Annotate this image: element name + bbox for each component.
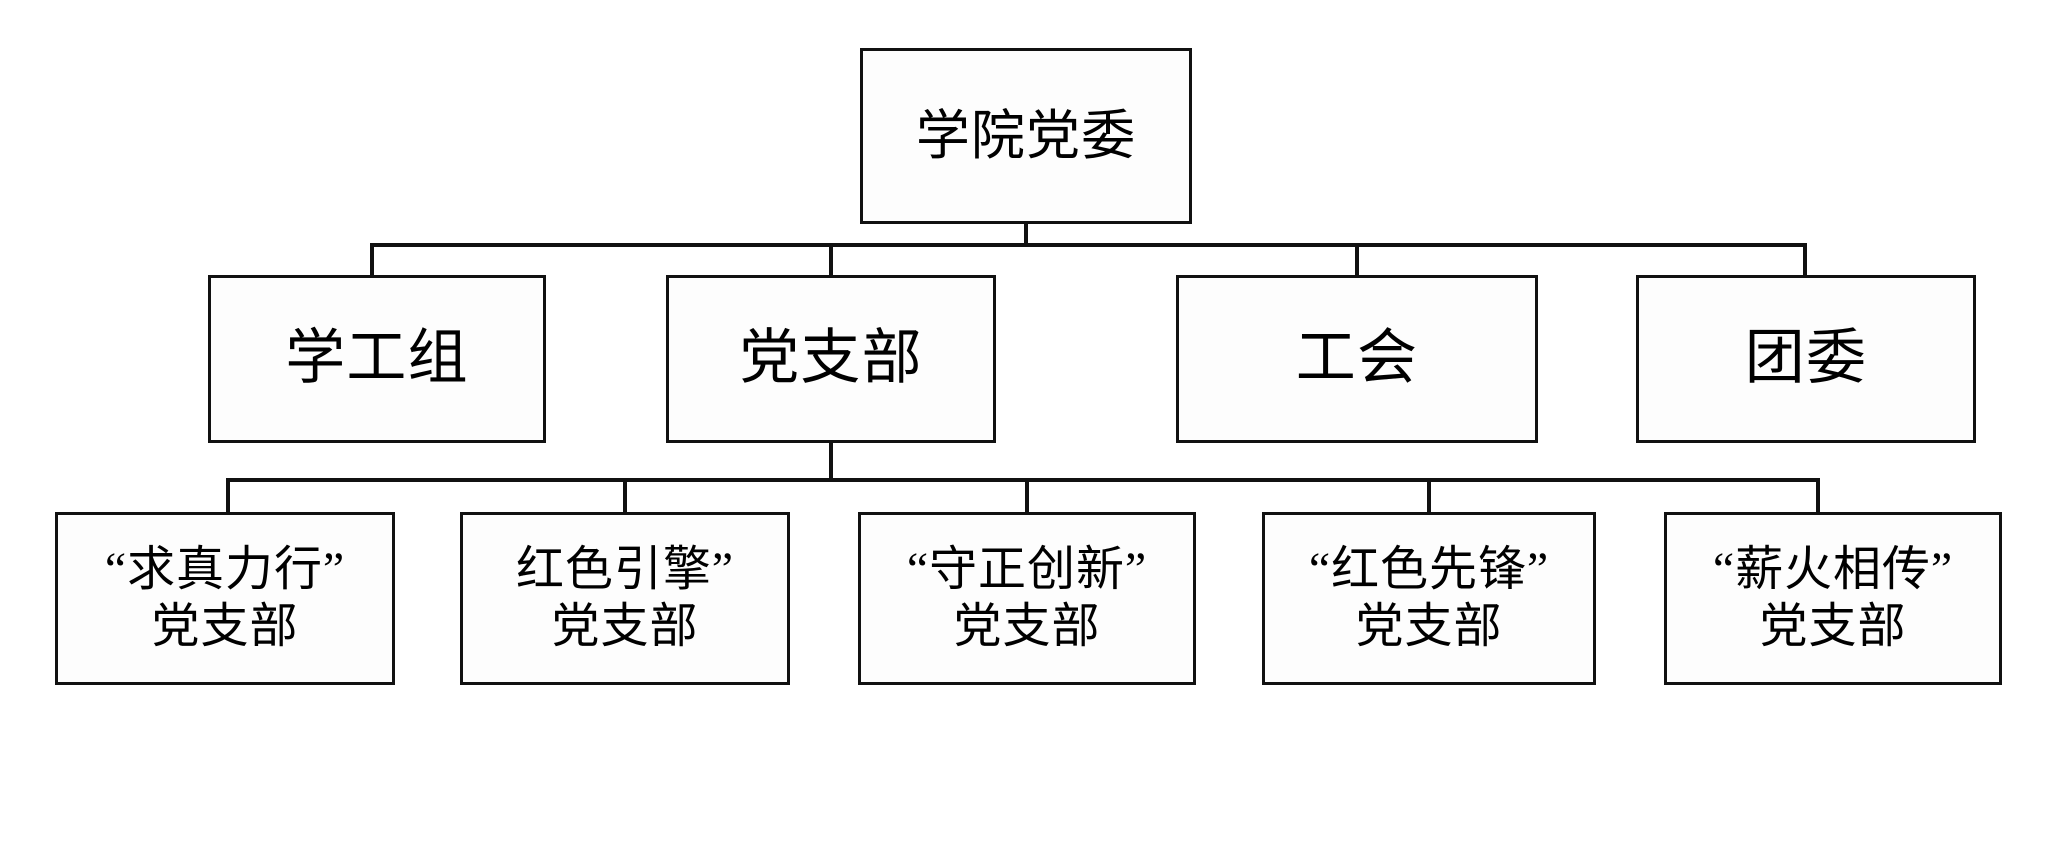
org-node-youth-league-committee[interactable]: 团委 [1636,275,1976,443]
connector-drop-level3-1 [226,478,230,514]
org-node-branch-xinhuoxiangchuan[interactable]: “薪火相传” 党支部 [1664,512,2002,685]
connector-drop-level3-5 [1816,478,1820,514]
connector-drop-level3-2 [623,478,627,514]
connector-drop-level2-3 [1355,243,1359,277]
connector-drop-level2-2 [829,243,833,277]
connector-drop-level2-1 [370,243,374,277]
connector-root-stem [1024,222,1028,245]
org-node-branch-hongsexianfeng[interactable]: “红色先锋” 党支部 [1262,512,1596,685]
org-node-branch-hongseyinqing[interactable]: 红色引擎” 党支部 [460,512,790,685]
org-node-branch-qiuzhenlixing[interactable]: “求真力行” 党支部 [55,512,395,685]
org-node-party-branch[interactable]: 党支部 [666,275,996,443]
org-node-labor-union[interactable]: 工会 [1176,275,1538,443]
connector-drop-level3-4 [1427,478,1431,514]
connector-branch-stem [829,443,833,480]
connector-drop-level3-3 [1025,478,1029,514]
org-node-root[interactable]: 学院党委 [860,48,1192,224]
connector-level3-bus [226,478,1820,482]
org-node-branch-shouzhengchuangxin[interactable]: “守正创新” 党支部 [858,512,1196,685]
connector-level2-bus [370,243,1807,247]
org-node-student-affairs-group[interactable]: 学工组 [208,275,546,443]
connector-drop-level2-4 [1803,243,1807,277]
